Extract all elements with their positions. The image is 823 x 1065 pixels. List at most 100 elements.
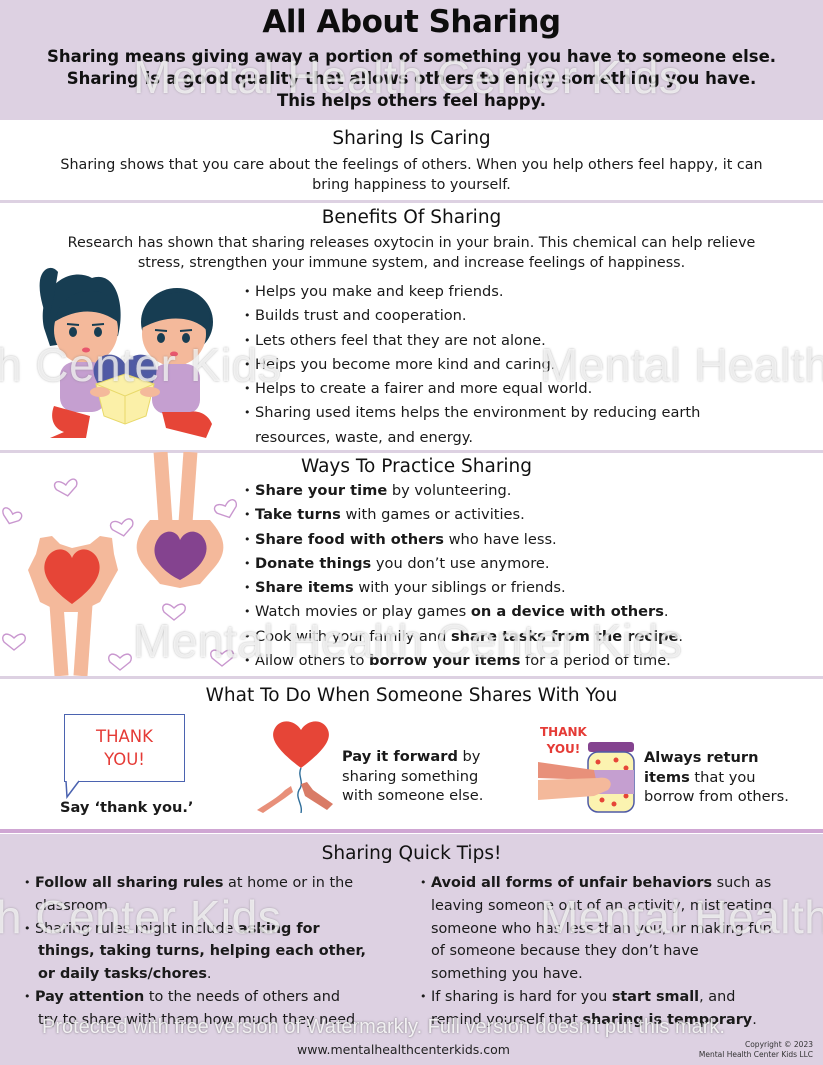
item-bold: Avoid all forms of unfair behaviors [431,875,713,891]
caption-text: by [457,748,481,765]
section-divider [0,829,823,833]
item-bold: Share food with others [255,530,444,548]
footer-website-link[interactable]: www.mentalhealthcenterkids.com [297,1042,510,1057]
item-text: by volunteering. [387,482,512,499]
item-text: who have less. [443,530,557,548]
list-item: Take turns with games or activities. [244,503,683,528]
bubble-text: YOU! [104,750,145,769]
list-item: Follow all sharing rules at home or in t… [24,872,366,895]
caption-line: sharing something [342,767,479,785]
item-text: to the needs of others and [144,988,340,1005]
item-bold: share tasks from the recipe [450,627,679,645]
item-text: . [752,1011,757,1028]
list-item: If sharing is hard for you start small, … [420,986,772,1009]
item-bold: Follow all sharing rules [35,875,224,891]
ways-list: Share your time by volunteering. Take tu… [244,479,683,674]
intro-paragraph: Sharing means giving away a portion of s… [0,46,823,112]
list-item-continuation: of someone because they don’t have [431,943,699,960]
section-title-benefits: Benefits Of Sharing [321,207,502,228]
caption-line: borrow from others. [644,788,789,805]
thank-text: YOU! [546,742,581,756]
list-item-continuation: classroom. [35,897,113,914]
intro-line: Sharing means giving away a portion of s… [46,47,777,66]
bubble-text: THANK [96,727,153,746]
intro-line: Sharing is a good quality that allows ot… [66,69,757,88]
item-text: such as [712,875,772,891]
list-item: Pay attention to the needs of others and [24,986,366,1009]
heart-balloon-hands-illustration [257,721,333,813]
tips-left-list: Follow all sharing rules at home or in t… [24,872,366,1032]
item-bold: or daily tasks/chores [38,966,207,983]
item-text: . [206,966,212,983]
copyright-line: Mental Health Center Kids LLC [698,1050,813,1059]
item-bold: Take turns [255,506,341,524]
hands-holding-hearts-illustration [2,452,238,676]
list-item: Builds trust and cooperation. [244,304,700,329]
speech-bubble-tail-icon [65,780,80,800]
copyright-notice: Copyright © 2023 Mental Health Center Ki… [699,1040,813,1060]
return-items-caption: Always return items that you borrow from… [644,748,789,807]
item-bold: Donate things [255,554,372,572]
item-bold: start small [611,988,700,1005]
section-title-quick-tips: Sharing Quick Tips! [321,843,502,864]
benefits-list: Helps you make and keep friends. Builds … [244,280,700,450]
item-bold: Pay attention [35,988,145,1005]
list-item: Sharing used items helps the environment… [244,401,700,426]
item-bold: things, taking turns, helping each other… [38,943,367,960]
pay-it-forward-caption: Pay it forward by sharing something with… [342,747,483,806]
item-text: If sharing is hard for you [431,988,612,1005]
jar-thank-you-text: THANK YOU! [540,724,587,758]
caption-line: Always return [644,749,759,766]
section-divider [0,676,823,679]
section-title-ways: Ways To Practice Sharing [0,456,823,477]
thank-you-speech-bubble: THANK YOU! [64,714,185,782]
list-item-continuation: or daily tasks/chores. [24,963,366,986]
list-item-continuation: things, taking turns, helping each other… [24,940,366,963]
item-text: with your siblings or friends. [353,579,566,597]
list-item: Donate things you don’t use anymore. [244,552,683,577]
ways-title-text: Ways To Practice Sharing [300,456,533,477]
list-item: Avoid all forms of unfair behaviors such… [420,872,772,895]
say-thank-you-caption: Say ‘thank you.’ [60,799,194,816]
list-item: Helps you make and keep friends. [244,280,700,305]
item-text: with games or activities. [340,506,525,524]
sharing-is-caring-text: Sharing shows that you care about the fe… [0,155,823,195]
list-item-continuation: leaving someone out of an activity, mist… [431,897,773,914]
item-text: you don’t use anymore. [371,554,550,572]
item-text: Watch movies or play games [255,603,471,621]
list-item: Helps you become more kind and caring. [244,353,700,378]
section-divider [0,450,823,453]
item-text: Cook with your family and [255,627,451,645]
page-title: All About Sharing [262,4,561,40]
list-item-continuation: something you have. [431,966,583,983]
list-item: Helps to create a fairer and more equal … [244,377,700,402]
caption-line: Pay it forward by [342,747,483,767]
list-item: Cook with your family and share tasks fr… [244,625,683,650]
item-text: . [663,603,669,621]
text-line: Sharing shows that you care about the fe… [60,157,763,173]
list-item-continuation: resources, waste, and energy. [255,428,473,446]
item-text: at home or in the [223,875,354,891]
list-item-continuation: someone who has less than you, or making… [431,920,772,937]
list-item: Share food with others who have less. [244,528,683,553]
item-text: Allow others to [255,652,370,670]
caption-bold: items [644,768,690,786]
item-bold: asking for [237,920,320,937]
item-bold: on a device with others [470,603,664,621]
caption-text: that you [689,768,756,786]
list-item: Share your time by volunteering. [244,479,683,504]
text-line: Research has shown that sharing releases… [67,235,756,251]
header-banner: All About Sharing Sharing means giving a… [0,0,823,120]
intro-line: This helps others feel happy. [276,91,547,110]
item-bold: sharing is temporary [582,1011,753,1028]
item-text: . [678,627,683,645]
caption-bold: Pay it forward [342,748,458,765]
item-text: remind yourself that [431,1011,583,1028]
list-item: Watch movies or play games on a device w… [244,600,683,625]
section-title-what-to-do: What To Do When Someone Shares With You [205,685,618,706]
list-item-continuation: remind yourself that sharing is temporar… [420,1009,772,1032]
list-item-continuation: try to share with them how much they nee… [38,1011,360,1028]
benefits-intro-text: Research has shown that sharing releases… [0,233,823,273]
section-divider [0,200,823,203]
